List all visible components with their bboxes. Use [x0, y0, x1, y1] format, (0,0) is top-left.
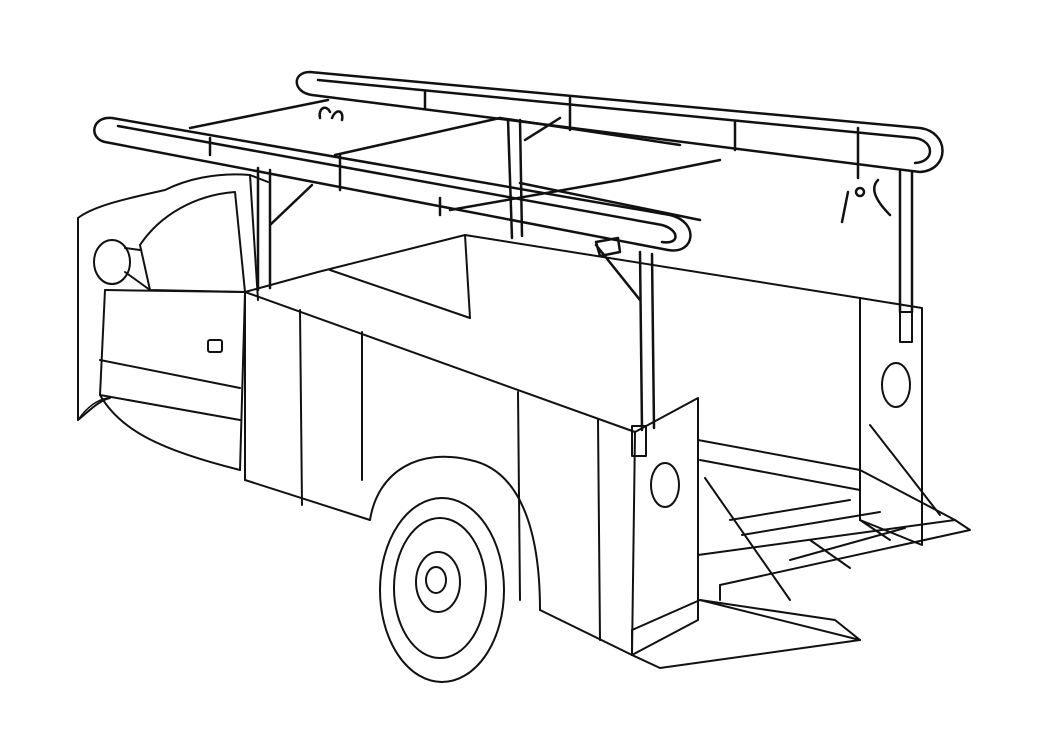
ladder-rack-icon: [93, 70, 944, 432]
utility-body-icon: [244, 234, 923, 656]
tailgate-icon: [631, 424, 971, 669]
truck-cab-icon: [77, 173, 269, 471]
rear-wheel-icon: [369, 455, 633, 683]
